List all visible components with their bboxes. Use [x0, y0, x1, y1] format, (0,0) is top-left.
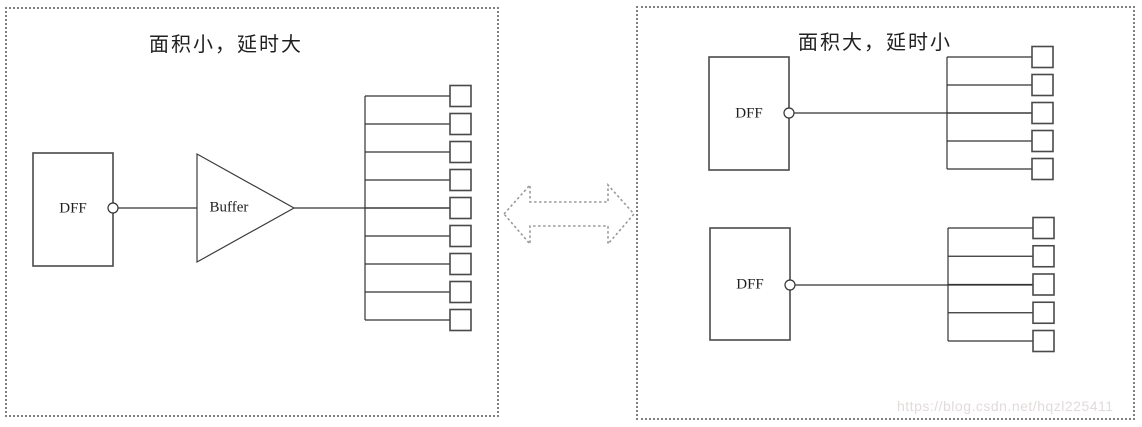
load-cell-square [1032, 301, 1055, 325]
load-cell-square [1031, 157, 1054, 181]
output-bubble-icon [107, 202, 119, 214]
double-arrow-icon [502, 182, 636, 247]
dff-label: DFF [735, 105, 763, 122]
load-cell-square [1032, 244, 1055, 268]
load-cell-square [1032, 273, 1055, 296]
dff-box [32, 152, 114, 267]
right-schematic-top [708, 45, 1054, 181]
right-panel-large-area [636, 6, 1135, 420]
load-cell-square [449, 84, 472, 108]
load-cell-square [1031, 45, 1054, 69]
load-cell-square [449, 252, 472, 276]
left-fanout-loads [365, 84, 472, 332]
right-top-fanout-loads [947, 45, 1054, 181]
left-schematic [32, 84, 472, 332]
load-cell-square [449, 112, 472, 136]
load-cell-square [449, 224, 472, 248]
load-cell-square [449, 168, 472, 192]
dff-label: DFF [59, 200, 87, 217]
left-panel-small-area [5, 7, 499, 417]
load-cell-square [1031, 101, 1054, 125]
load-cell-square [449, 280, 472, 304]
right-panel-title: 面积大，延时小 [798, 32, 952, 54]
load-cell-square [449, 140, 472, 164]
output-bubble-icon [783, 107, 795, 119]
left-panel-title: 面积小，延时大 [149, 34, 303, 56]
load-cell-square [1032, 216, 1055, 240]
load-cell-square [449, 196, 472, 220]
dff-label: DFF [736, 276, 764, 293]
right-schematic-bottom [709, 216, 1055, 353]
load-cell-square [449, 308, 472, 332]
output-bubble-icon [784, 279, 796, 291]
buffer-label: Buffer [209, 199, 249, 216]
load-cell-square [1031, 129, 1054, 153]
load-cell-square [1032, 329, 1055, 353]
dff-box [709, 227, 791, 341]
load-cell-square [1031, 73, 1054, 97]
watermark-url: https://blog.csdn.net/hqzl225411 [897, 398, 1114, 414]
right-bottom-fanout-loads [948, 216, 1055, 353]
buffer-triangle [196, 152, 296, 264]
